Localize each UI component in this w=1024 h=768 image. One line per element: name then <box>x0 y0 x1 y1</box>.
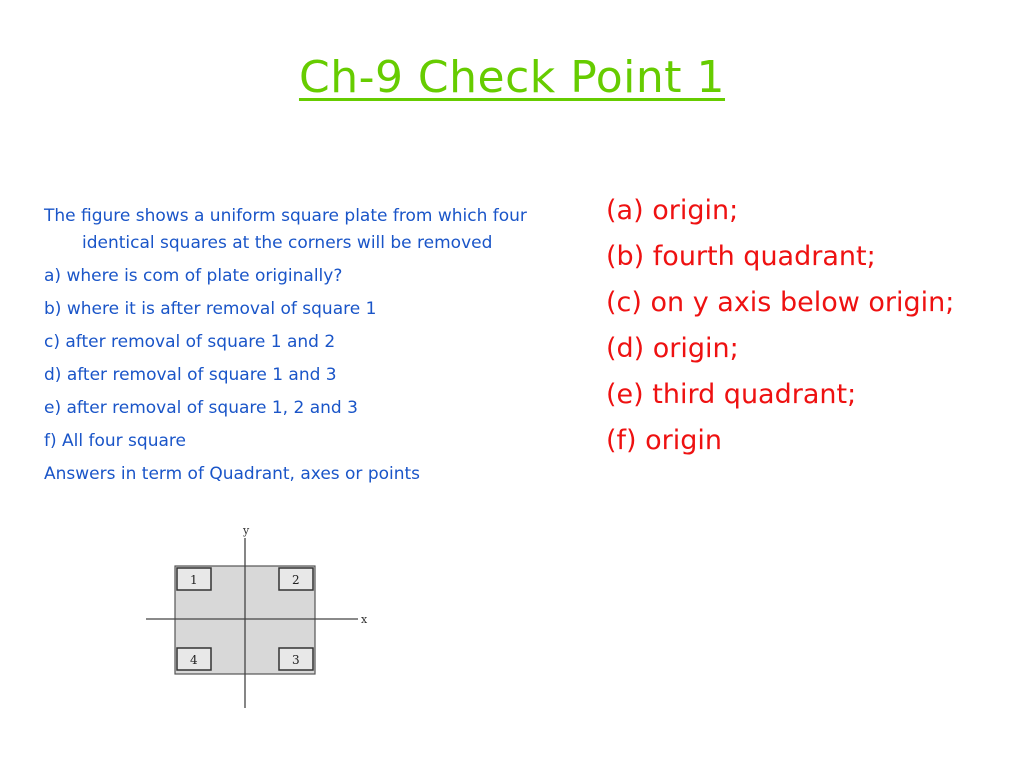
question-item-a: a) where is com of plate originally? <box>44 266 343 286</box>
answer-c: (c) on y axis below origin; <box>606 287 955 318</box>
square-label-4: 4 <box>190 653 198 667</box>
answer-b: (b) fourth quadrant; <box>606 241 876 272</box>
corner-square-4 <box>176 647 212 671</box>
question-item-e: e) after removal of square 1, 2 and 3 <box>44 398 358 418</box>
plate-figure: y x 1 2 4 3 <box>146 524 368 708</box>
question-intro: The figure shows a uniform square plate … <box>44 206 527 253</box>
answer-e: (e) third quadrant; <box>606 379 857 410</box>
answer-a: (a) origin; <box>606 195 739 226</box>
y-axis-label: y <box>242 524 250 537</box>
answer-f: (f) origin <box>606 425 723 456</box>
slide-title: Ch-9 Check Point 1 <box>298 52 726 103</box>
square-label-2: 2 <box>292 573 300 587</box>
corner-square-3 <box>278 647 314 671</box>
x-axis-label: x <box>361 613 368 626</box>
answers-panel: (a) origin; (b) fourth quadrant; (c) on … <box>606 188 1006 464</box>
square-label-1: 1 <box>190 573 198 587</box>
corner-square-2 <box>278 567 314 591</box>
question-panel: The figure shows a uniform square plate … <box>44 203 574 494</box>
answer-d: (d) origin; <box>606 333 739 364</box>
question-item-d: d) after removal of square 1 and 3 <box>44 365 337 385</box>
answers-instruction: Answers in term of Quadrant, axes or poi… <box>44 464 421 484</box>
question-item-c: c) after removal of square 1 and 2 <box>44 332 336 352</box>
question-item-b: b) where it is after removal of square 1 <box>44 299 377 319</box>
square-label-3: 3 <box>292 653 300 667</box>
question-item-f: f) All four square <box>44 431 186 451</box>
corner-square-1 <box>176 567 212 591</box>
